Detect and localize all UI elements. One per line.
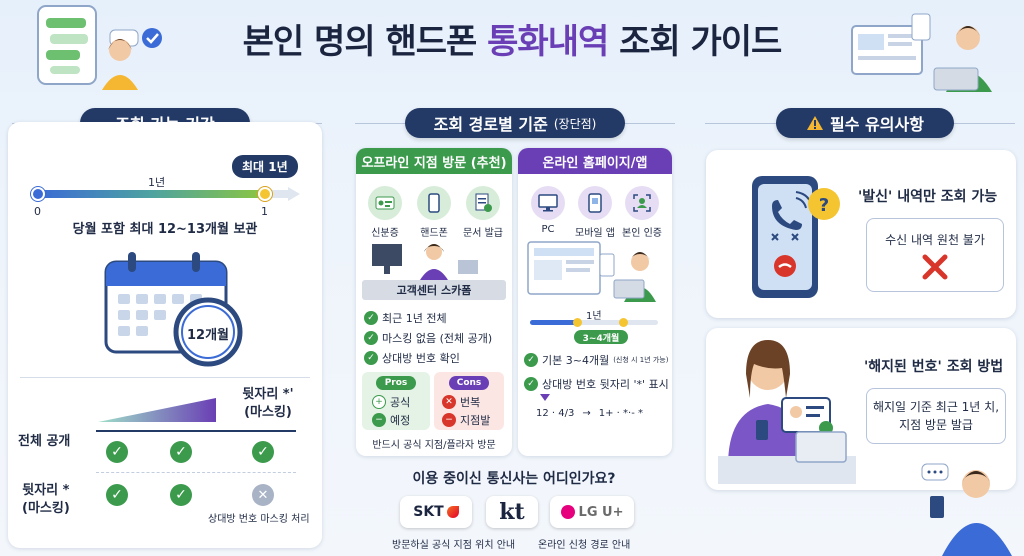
check-icon: ✓ [524,353,538,367]
title-pre: 본인 명의 핸드폰 [242,22,488,62]
timeline-start-dot [31,187,45,201]
notice-section-header: 필수 유의사항 [776,108,954,138]
check-icon: ✓ [170,441,192,463]
man-laptop-illustration [851,13,992,92]
timeline-start-label: 0 [34,205,41,218]
timeline-mid-label: 1년 [148,176,166,189]
minus-icon: − [372,413,386,427]
minus-icon: − [442,413,456,427]
pros-item: +공식 [372,394,410,410]
offline-item: ✓최근 1년 전체 [364,310,447,326]
cons-item: −지점발 [442,412,490,428]
timeline-arrow [266,187,300,201]
phone-icon [417,186,451,220]
online-header: 온라인 홈페이지/앱 [518,148,672,174]
lgu-logo-icon [560,505,575,519]
max-period-badge: 최대 1년 [232,155,298,178]
check-icon: ✓ [364,331,378,345]
outgoing-bubble: 수신 내역 원천 불가 [866,218,1004,292]
page-title: 본인 명의 핸드폰 통화내역 조회 가이드 [0,14,1024,63]
carrier-skt-button[interactable]: SKT [400,496,472,528]
terminated-bubble: 해지일 기준 최근 1년 치, 지점 방문 발급 [866,388,1006,444]
check-icon: ✓ [524,377,538,391]
icon-label-verify: 본인 인증 [622,228,662,239]
retention-text: 당월 포함 최대 12~13개월 보관 [72,222,258,237]
warning-icon [806,115,824,131]
period-divider [20,377,310,378]
woman-id-laptop-illustration [718,340,856,484]
row-label-full: 전체 공개 [18,434,71,449]
man-phone-illustration [921,463,1012,556]
calendar-icon [104,252,243,367]
title-highlight: 통화내역 [487,22,609,62]
online-scale-marker [619,318,628,327]
online-scale-track [530,320,658,325]
title-post: 조회 가이드 [608,22,782,62]
check-icon: ✓ [170,484,192,506]
check-icon: ✓ [106,441,128,463]
icon-label-document: 문서 발급 [463,228,503,239]
calendar-label: 12개월 [186,328,229,343]
table-rule [96,430,296,432]
terminated-title: '해지된 번호' 조회 방법 [864,359,1004,375]
check-icon: ✓ [252,441,274,463]
caret-down-icon [540,394,550,401]
red-x-icon [922,254,948,280]
woman-phone-illustration [37,5,162,90]
carrier-question: 이용 중이신 통신사는 어디인가요? [412,471,616,487]
phone-call-icon: ? [752,176,840,298]
icon-label-id: 신분증 [371,228,399,239]
online-item: ✓상대방 번호 뒷자리 '*' 표시 [524,376,669,392]
carrier-caption-online: 온라인 신청 경로 안내 [538,540,631,551]
mobile-app-icon [578,186,612,220]
online-scale-fill [530,320,576,325]
service-counter-illustration [372,244,478,280]
masking-example: 12 · 4/3 → 1+ · *·- * [536,408,643,419]
online-range-badge: 3~4개월 [574,330,628,344]
carrier-kt-button[interactable]: kt [486,496,538,528]
check-icon: ✓ [106,484,128,506]
timeline-end-dot [258,187,272,201]
route-section-header: 조회 경로별 기준 (장단점) [405,108,625,138]
masking-footnote: 상대방 번호 마스킹 처리 [208,514,310,525]
svg-text:?: ? [819,195,829,216]
offline-header: 오프라인 지점 방문 (추천) [356,148,512,174]
plus-icon: + [372,395,386,409]
masking-gradient-wedge [98,398,216,422]
check-icon: ✓ [364,351,378,365]
online-scale-label: 1년 [586,311,602,322]
pros-tag: Pros [376,376,416,390]
online-scale-marker [573,318,582,327]
skt-logo-icon [446,506,459,518]
carrier-caption-offline: 방문하실 공식 지점 위치 안내 [392,540,516,551]
timeline-end-label: 1 [261,205,268,218]
table-row-divider [96,472,296,473]
timeline-bar [38,190,266,198]
offline-item: ✓상대방 번호 확인 [364,350,460,366]
online-item: ✓기본 3~4개월(신청 시 1년 가능) [524,352,668,368]
x-icon: ✕ [252,484,274,506]
online-user-illustration [527,241,656,302]
mask-column-header: 뒷자리 *' (마스킹) [242,387,294,420]
cons-tag: Cons [449,376,489,390]
icon-label-app: 모바일 앱 [575,228,615,239]
offline-footer: 반드시 공식 지점/플라자 방문 [372,440,496,451]
x-icon: ✕ [442,395,456,409]
id-card-icon [368,186,402,220]
outgoing-title: '발신' 내역만 조회 가능 [858,189,998,205]
document-icon [466,186,500,220]
carrier-lgu-button[interactable]: LG U+ [550,496,634,528]
offline-item: ✓마스킹 없음 (전체 공개) [364,330,492,346]
cons-item: ✕번복 [442,394,480,410]
pros-item: −예정 [372,412,410,428]
monitor-icon [531,186,565,220]
check-icon: ✓ [364,311,378,325]
icon-label-phone: 핸드폰 [420,228,448,239]
row-label-masked: 뒷자리 * (마스킹) [22,483,70,516]
counter-label: 고객센터 스카폼 [362,280,506,300]
icon-label-pc: PC [541,224,555,235]
verify-icon [625,186,659,220]
